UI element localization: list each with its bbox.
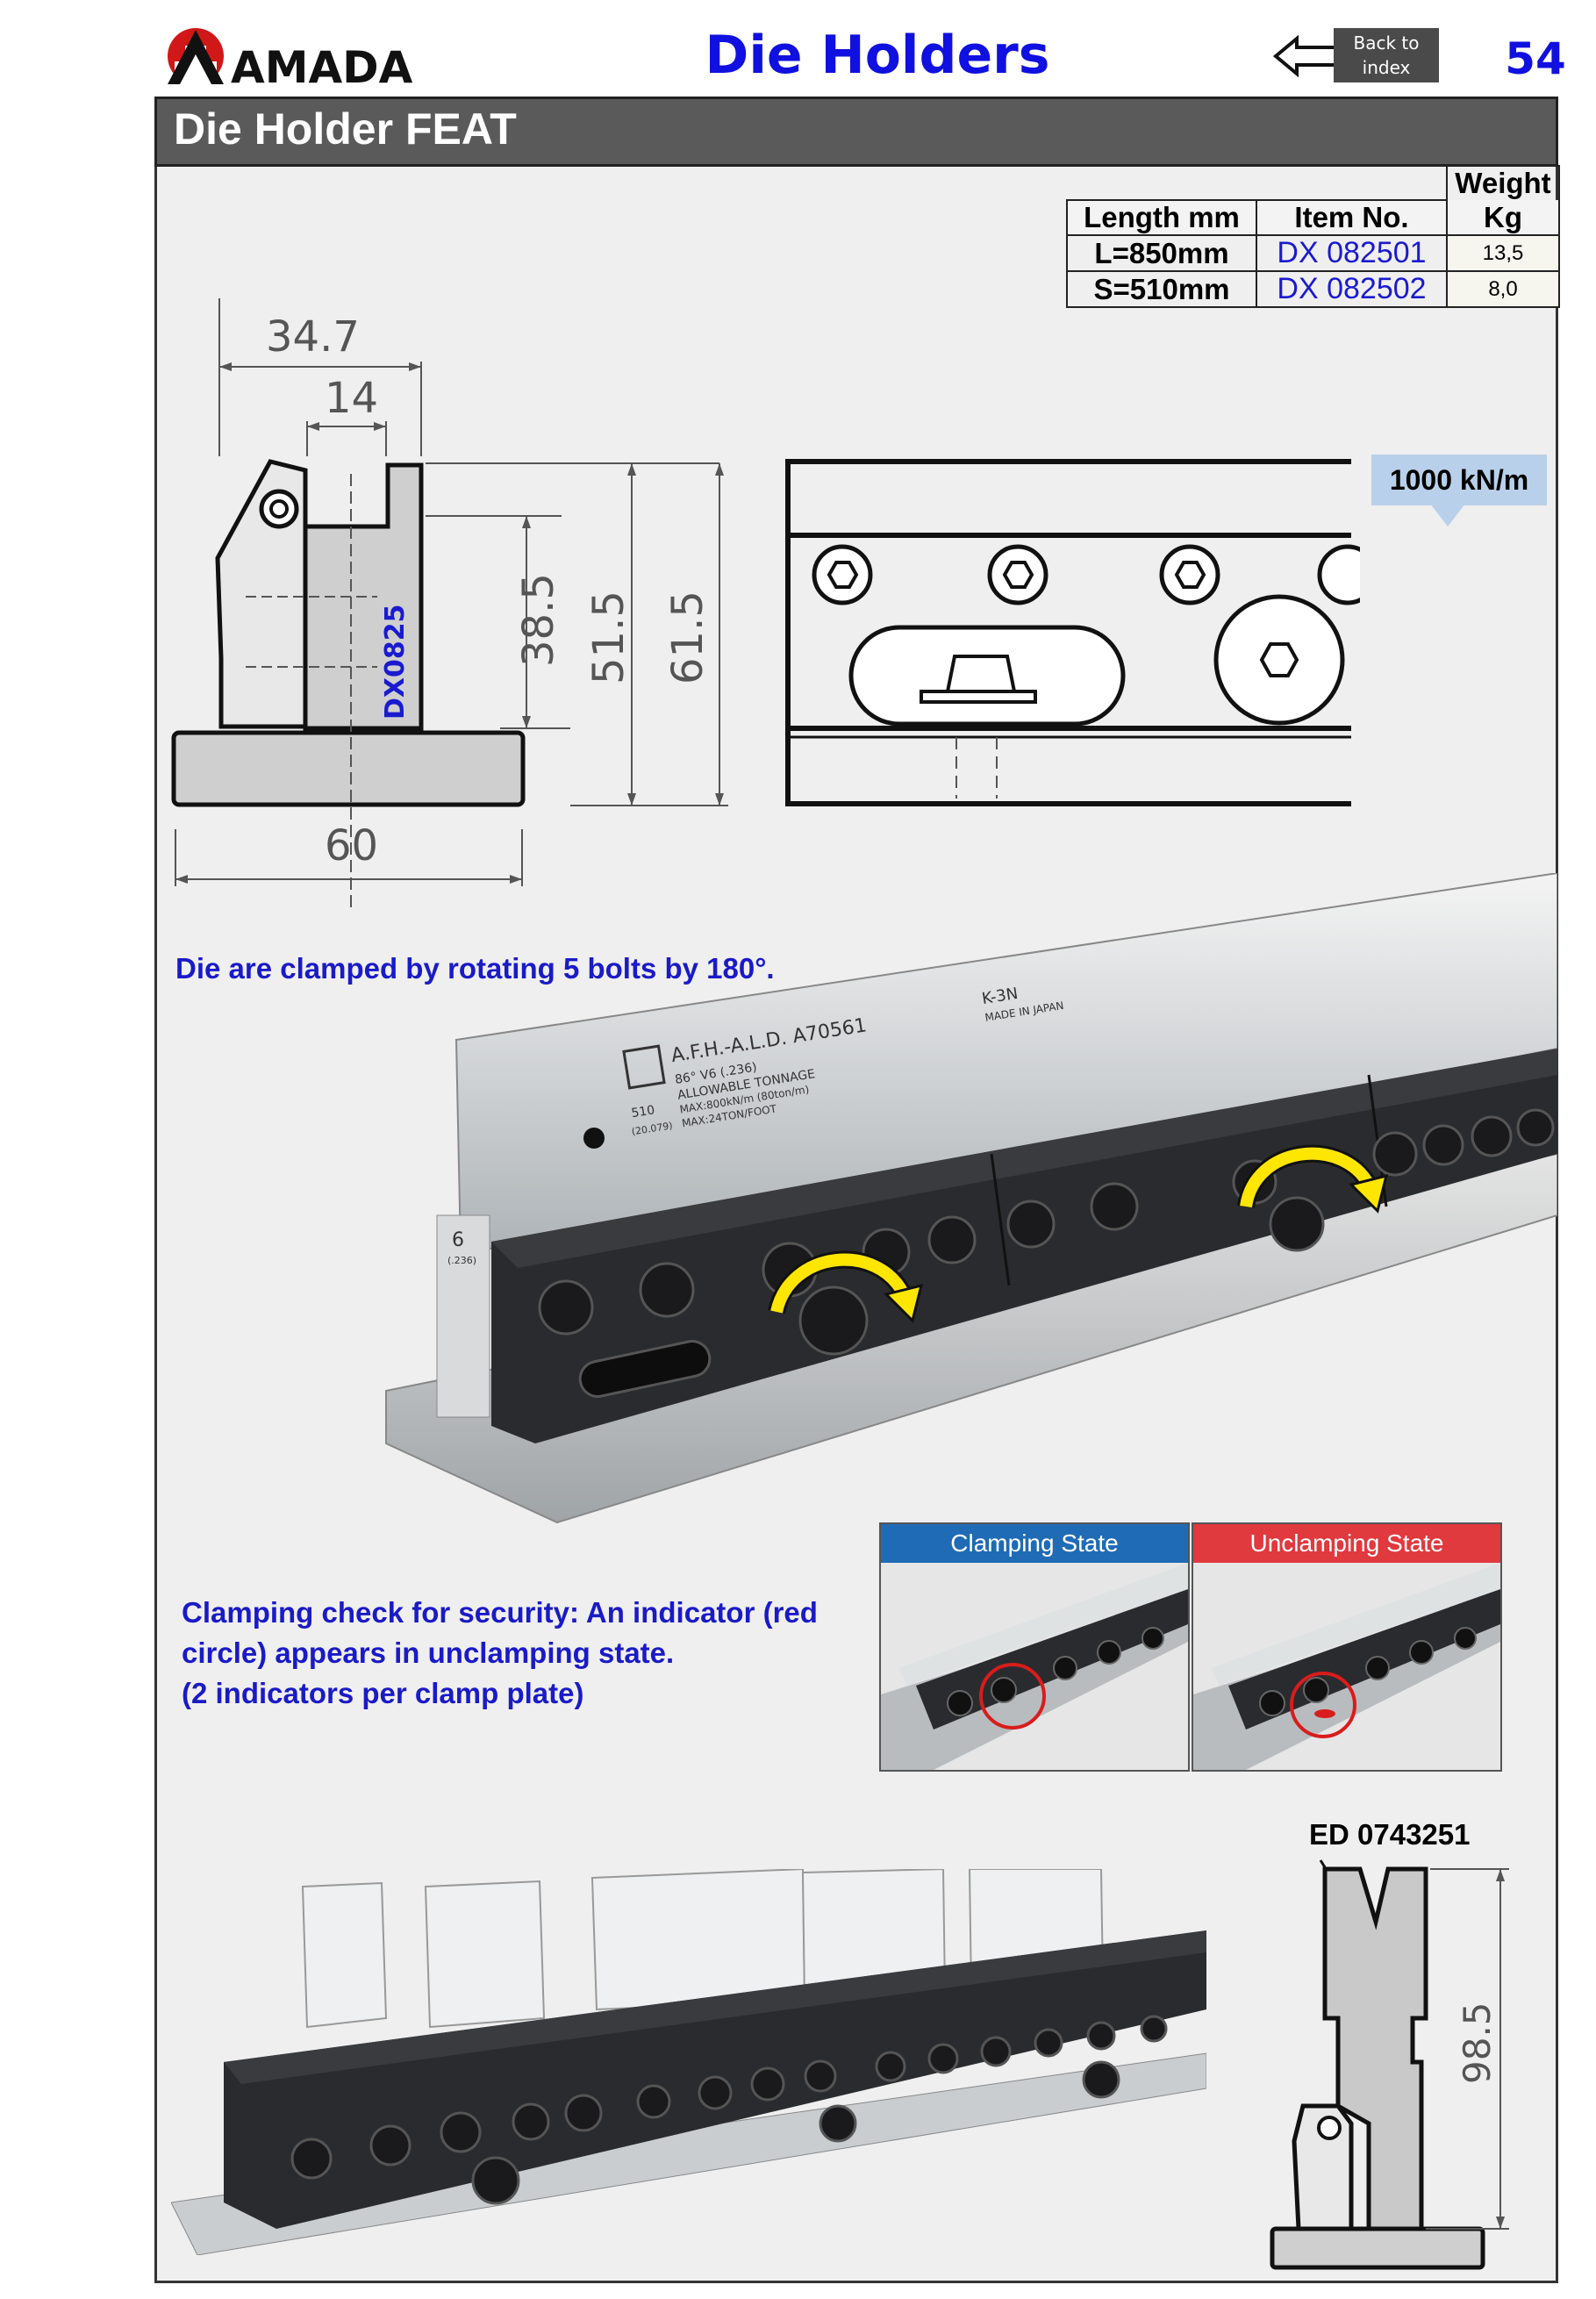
clamping-illustration [881,1563,1188,1770]
ed-section-drawing: 98.5 [1270,1859,1509,2270]
tonnage-badge: 1000 kN/m [1371,455,1547,505]
clamping-state-label: Clamping State [881,1524,1188,1563]
arrow-down-icon [1430,504,1465,526]
part-label: DX0825 [380,604,411,720]
svg-text:6: 6 [452,1229,464,1251]
item-no-link[interactable]: DX 082501 [1256,234,1448,272]
unclamping-state-image: Unclamping State [1192,1522,1502,1772]
side-section-drawing: DX0825 34.7 14 38.5 51.5 61.5 60 [171,298,728,913]
table-row: L=850mm DX 082501 13,5 [1066,234,1560,272]
clamping-state-image: Clamping State [879,1522,1190,1772]
section-band [154,97,1558,167]
front-view-drawing [785,459,1360,806]
spec-table: Weight Length mm Item No. Kg L=850mm DX … [1066,165,1560,308]
arrow-left-icon [1272,35,1339,77]
item-no-link[interactable]: DX 082502 [1256,270,1448,308]
die-holder-photo: A.F.H.-A.L.D. A70561 86° V6 (.236) ALLOW… [385,873,1557,1524]
clamp-note: Die are clamped by rotating 5 bolts by 1… [175,952,775,985]
kg-header: Kg [1446,200,1560,236]
unclamping-state-label: Unclamping State [1193,1524,1500,1563]
svg-text:34.7: 34.7 [266,312,360,362]
svg-text:61.5: 61.5 [663,591,712,684]
svg-text:38.5: 38.5 [514,573,563,667]
svg-text:60: 60 [325,821,378,870]
weight-header: Weight [1446,165,1560,200]
section-title: Die Holder FEAT [174,104,517,154]
svg-text:51.5: 51.5 [584,591,633,684]
amada-logo: AMADA [168,28,413,90]
page-number: 54 [1505,33,1566,84]
svg-text:98.5: 98.5 [1456,2002,1499,2084]
clamping-check-note: Clamping check for security: An indicato… [182,1596,818,1709]
length-header: Length mm [1066,199,1257,236]
ed-part-label: ED 0743251 [1309,1818,1471,1851]
svg-text:(.236): (.236) [447,1255,476,1266]
table-row: S=510mm DX 082502 8,0 [1066,270,1560,308]
unclamping-illustration [1193,1563,1500,1770]
item-no-header: Item No. [1256,199,1448,236]
svg-text:14: 14 [325,374,378,423]
page-title: Die Holders [705,25,1050,86]
logo-text: AMADA [231,42,413,90]
svg-text:510: 510 [630,1103,655,1121]
die-holder-with-dies-photo [171,1869,1206,2255]
